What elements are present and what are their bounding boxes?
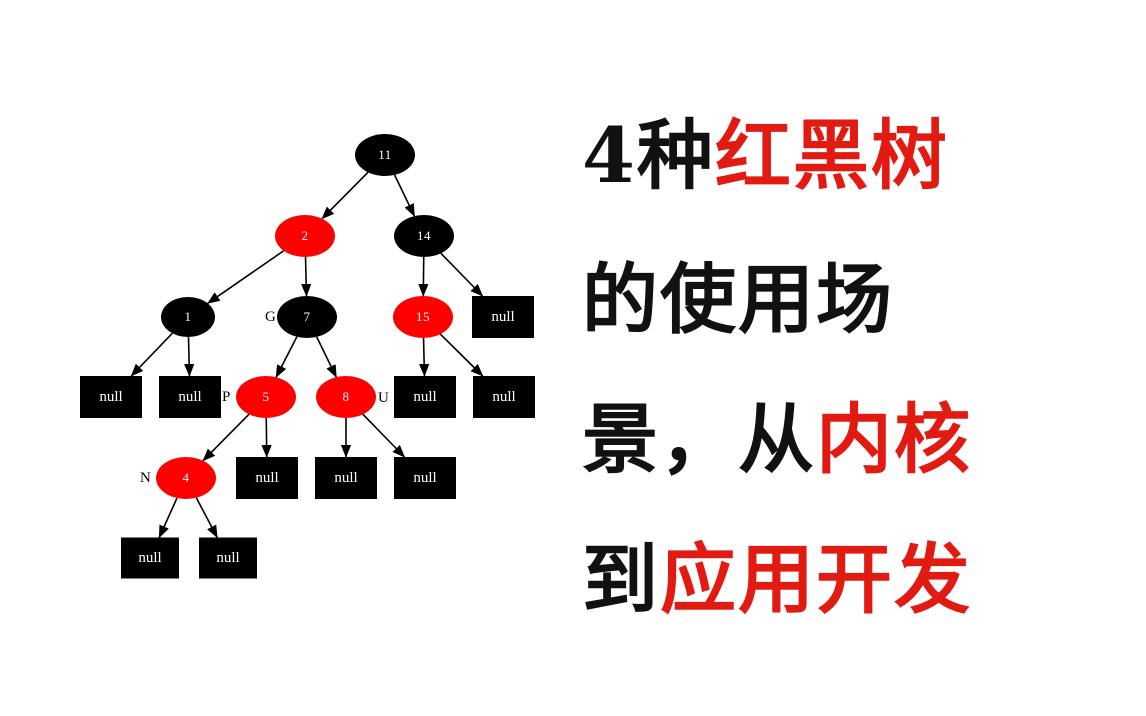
tree-node-null xyxy=(199,537,257,579)
tree-node-null xyxy=(473,376,535,418)
headline-line-3: 景，从内核 xyxy=(582,402,972,478)
tree-node-8 xyxy=(316,376,376,418)
tree-node-1 xyxy=(161,297,215,337)
tree-node-7 xyxy=(277,296,337,338)
tree-node-11 xyxy=(355,134,415,176)
headline-segment-4-1: 到 xyxy=(582,535,660,624)
tree-edge xyxy=(301,256,312,297)
headline-segment-2-1: 的使用场 xyxy=(582,255,894,344)
tree-node-null xyxy=(472,296,534,338)
tree-node-null xyxy=(315,457,377,499)
tree-role-label-U: U xyxy=(378,390,389,406)
tree-edge xyxy=(362,413,406,458)
tree-edge xyxy=(202,413,250,462)
tree-node-null xyxy=(236,457,298,499)
tree-node-null xyxy=(394,457,456,499)
tree-edge xyxy=(207,250,285,305)
tree-node-null xyxy=(159,376,221,418)
headline-segment-4-2: 应用开发 xyxy=(660,535,972,624)
headline-line-1: 4种红黑树 xyxy=(582,118,949,194)
tree-role-label-G: G xyxy=(265,309,276,325)
tree-edge xyxy=(275,336,298,378)
tree-edge xyxy=(440,252,484,297)
tree-edge xyxy=(419,337,430,377)
tree-edge xyxy=(158,497,178,539)
tree-edge xyxy=(439,333,484,377)
headline-segment-1-1: 4种 xyxy=(582,111,715,200)
tree-edge xyxy=(195,497,218,539)
tree-node-null xyxy=(121,537,179,579)
tree-node-15 xyxy=(393,296,453,338)
headline-segment-1-2: 红黑树 xyxy=(714,111,949,200)
headline-line-2: 的使用场 xyxy=(582,262,894,338)
tree-node-2 xyxy=(275,215,335,257)
tree-node-4 xyxy=(156,457,216,499)
tree-graphics xyxy=(80,134,535,579)
tree-node-null xyxy=(80,376,142,418)
tree-edges xyxy=(130,171,484,539)
headline-segment-3-2: 内核 xyxy=(816,395,972,484)
tree-edge xyxy=(393,174,416,217)
headline-text: 4种红黑树的使用场景，从内核到应用开发 xyxy=(582,112,1102,618)
tree-role-label-P: P xyxy=(222,389,231,405)
headline-line-4: 到应用开发 xyxy=(582,542,972,618)
tree-nodes xyxy=(80,134,535,579)
tree-edge xyxy=(184,336,195,377)
tree-role-label-N: N xyxy=(140,470,151,486)
tree-node-5 xyxy=(236,376,296,418)
tree-node-null xyxy=(394,376,456,418)
tree-node-14 xyxy=(394,215,454,257)
tree-edge xyxy=(321,171,369,220)
tree-edge xyxy=(315,336,338,378)
tree-edge xyxy=(130,332,173,377)
headline-segment-3-1: 景，从 xyxy=(582,395,816,484)
